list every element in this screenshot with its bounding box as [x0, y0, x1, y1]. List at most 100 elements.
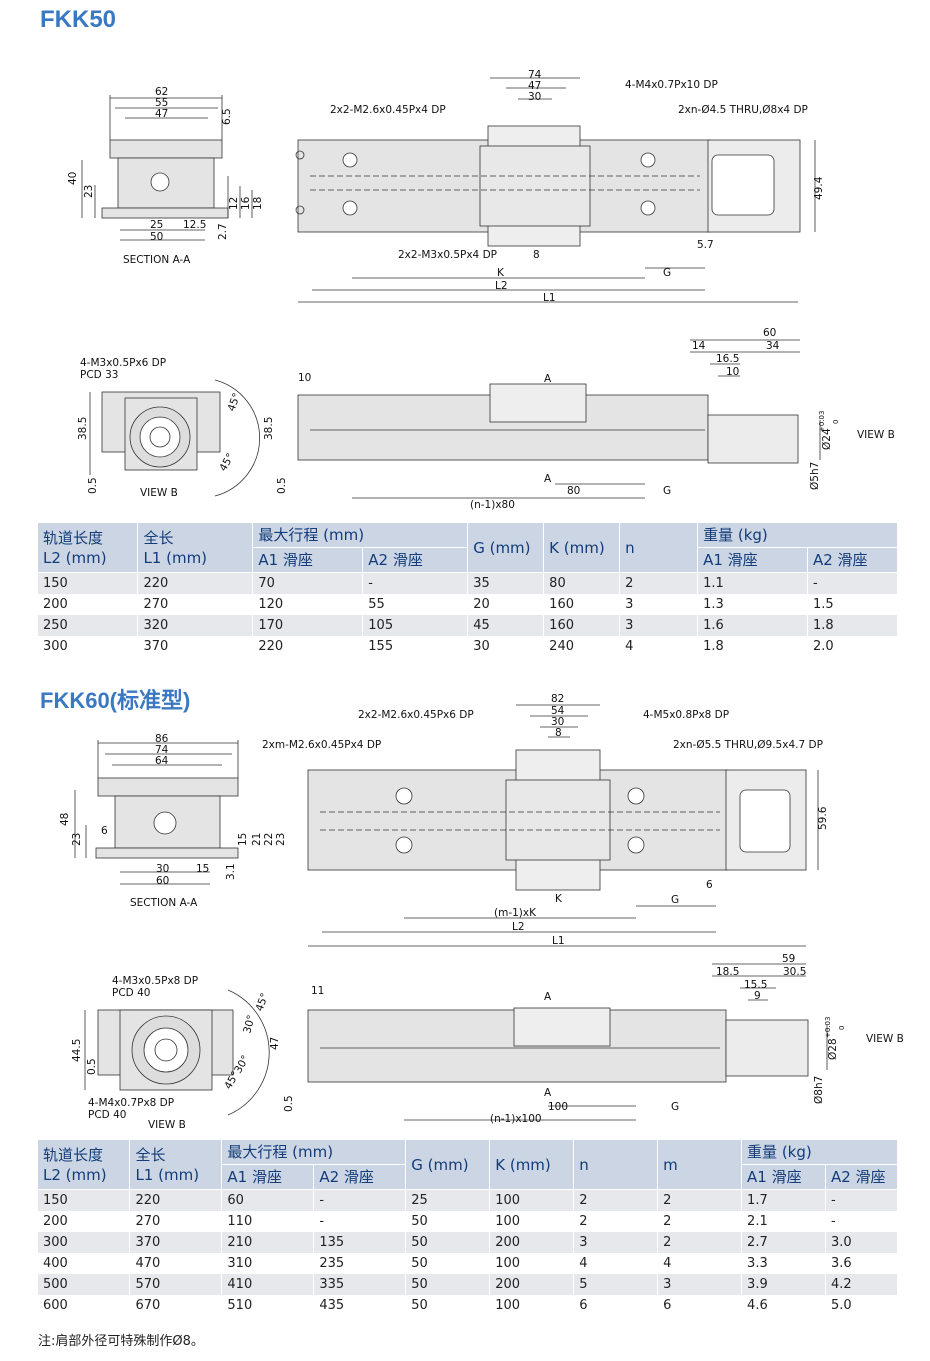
dim-48: 48	[59, 813, 71, 826]
th-l1: 全长 L1 (mm)	[137, 523, 254, 573]
dia-28: Ø28	[827, 1038, 839, 1060]
table-cell: 4.2	[825, 1274, 899, 1295]
dim-16: 16	[240, 196, 252, 210]
fkk60-title: FKK60(标准型)	[40, 688, 191, 713]
hole-thru-60: 2xn-Ø5.5 THRU,Ø9.5x4.7 DP	[673, 739, 823, 751]
dim-12: 12	[228, 197, 240, 210]
dim-100: 100	[548, 1101, 568, 1113]
table-cell: 80	[543, 572, 621, 594]
table-cell: 30	[467, 636, 545, 657]
dim-K-60: K	[555, 893, 563, 905]
section-label-60: SECTION A-A	[130, 897, 198, 909]
th-weight: 重量 (kg)	[697, 523, 898, 548]
dim-L2: L2	[495, 280, 508, 292]
tol-up-60: +0.03	[824, 1017, 832, 1038]
table-cell: 3	[619, 615, 699, 636]
table-cell: 3.6	[825, 1253, 899, 1274]
table-cell: 1.6	[697, 615, 808, 636]
table-cell: 200	[489, 1232, 575, 1253]
table-cell: 220	[129, 1189, 223, 1211]
view-pcd2-60: PCD 40	[88, 1109, 126, 1121]
table-cell: 200	[38, 1211, 131, 1232]
table-cell: 2	[619, 572, 699, 594]
dim-11: 11	[311, 985, 324, 997]
dim-18: 18	[252, 197, 264, 210]
dim-38.5-side: 38.5	[263, 417, 275, 440]
table-cell: 160	[543, 615, 621, 636]
dim-14: 14	[692, 340, 706, 352]
dim-8: 8	[533, 249, 540, 261]
view-hole2-60: 4-M4x0.7Px8 DP	[88, 1097, 174, 1109]
dim-0.5-side60: 0.5	[283, 1095, 295, 1112]
dim-0.5-view60: 0.5	[86, 1058, 98, 1075]
section-A-top: A	[544, 373, 552, 385]
dim-40: 40	[67, 172, 79, 185]
table-cell: 50	[405, 1211, 491, 1232]
table-cell: 210	[221, 1232, 315, 1253]
dim-25: 25	[150, 219, 163, 231]
dim-82: 82	[551, 693, 564, 705]
fkk60-drawings: 86 74 64 48 6 23 15 21 22 23 30 15 60 3.…	[59, 693, 904, 1130]
th2-l1: 全长 L1 (mm)	[129, 1140, 223, 1190]
dim-L1: L1	[543, 292, 556, 304]
dim-59: 59	[782, 953, 795, 965]
table-cell: 1.8	[697, 636, 808, 657]
hole-m3: 2x2-M3x0.5Px4 DP	[398, 249, 497, 261]
table-cell: 100	[489, 1253, 575, 1274]
dim-30.5: 30.5	[783, 966, 806, 978]
dim-30-top60: 30	[551, 716, 564, 728]
tol-up: +0.03	[818, 411, 826, 432]
th-weight-a2: A2 滑座	[807, 547, 899, 573]
fkk60-top-view	[307, 704, 819, 947]
table-cell: 170	[252, 615, 364, 636]
table-cell: 220	[137, 572, 254, 594]
table-cell: 2.1	[741, 1211, 826, 1232]
dim-15: 15	[237, 833, 249, 846]
th-g: G (mm)	[467, 523, 545, 573]
th2-k: K (mm)	[489, 1140, 575, 1190]
dim-mK: (m-1)xK	[494, 907, 537, 919]
table-cell: 4	[573, 1253, 659, 1274]
hole-m2.6-60: 2x2-M2.6x0.45Px6 DP	[358, 709, 474, 721]
dim-80: 80	[567, 485, 580, 497]
fkk50-section-view	[81, 95, 253, 241]
fkk60-view-b	[84, 989, 270, 1116]
dim-74: 74	[528, 69, 542, 81]
table-cell: 310	[221, 1253, 315, 1274]
table-cell: 510	[221, 1295, 315, 1316]
section-A-bottom: A	[544, 473, 552, 485]
fkk50-side-view	[297, 339, 821, 499]
dim-n80: (n-1)x80	[470, 499, 515, 511]
th2-n: n	[573, 1140, 659, 1190]
table-cell: 2	[573, 1211, 659, 1232]
table-cell: 2	[657, 1189, 743, 1211]
fkk50-view-b	[89, 379, 260, 497]
hole-m2.6-4: 2xm-M2.6x0.45Px4 DP	[262, 739, 381, 751]
table-cell: 3	[619, 594, 699, 615]
table-cell: 250	[38, 615, 139, 636]
dim-64: 64	[155, 755, 169, 767]
table-cell: -	[313, 1189, 407, 1211]
th-stroke-a2: A2 滑座	[362, 547, 469, 573]
ang-45a: 45°	[226, 391, 244, 413]
fkk50-drawings: 62 55 47 6.5 40 23 12 16 18 25 12.5 50 2…	[67, 69, 895, 511]
table-cell: 410	[221, 1274, 315, 1295]
view-b-ref: VIEW B	[857, 429, 895, 441]
dim-55: 55	[155, 97, 168, 109]
table-cell: -	[825, 1211, 899, 1232]
dim-50: 50	[150, 231, 163, 243]
table-cell: 500	[38, 1274, 131, 1295]
table-cell: 240	[543, 636, 621, 657]
dim-60-60: 60	[156, 875, 169, 887]
table-cell: 570	[129, 1274, 223, 1295]
dim-10-side: 10	[726, 366, 739, 378]
dim-n100: (n-1)x100	[490, 1113, 542, 1125]
tol-lo-60: 0	[838, 1026, 846, 1030]
table-cell: 5	[573, 1274, 659, 1295]
table-cell: 3.3	[741, 1253, 826, 1274]
